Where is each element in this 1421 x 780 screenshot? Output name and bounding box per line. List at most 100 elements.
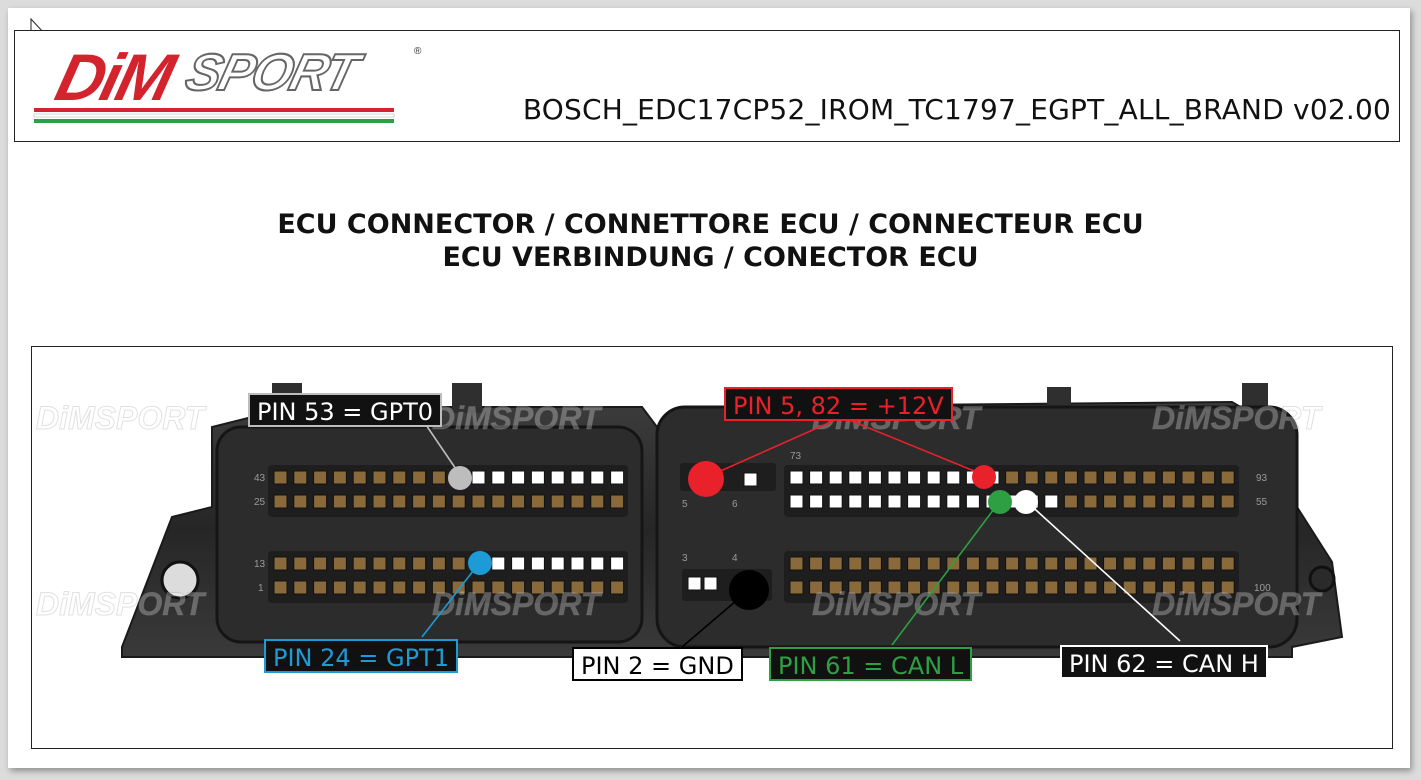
pin-terminal (293, 470, 308, 485)
highlighted-pin (926, 470, 941, 485)
pin-terminal (1044, 580, 1059, 595)
pin-number: 1 (258, 583, 264, 594)
highlighted-pin (570, 556, 585, 571)
highlighted-pin (570, 470, 585, 485)
pin-terminal (828, 580, 843, 595)
pin-terminal (293, 556, 308, 571)
watermark: DiMSPORT (1152, 586, 1323, 622)
pin-number: 4 (732, 553, 738, 564)
leader-line-power (706, 416, 843, 478)
highlighted-pin (809, 494, 824, 509)
leader-line-canl (891, 500, 1001, 646)
pin-number: 3 (682, 553, 688, 564)
headline-line-2: ECU VERBINDUNG / CONECTOR ECU (442, 242, 979, 273)
pin-terminal (1181, 556, 1196, 571)
pin-terminal (590, 494, 605, 509)
highlighted-pin (809, 470, 824, 485)
pin-terminal (848, 556, 863, 571)
watermark: DiMSPORT (36, 400, 207, 436)
pin-marker-canh (1014, 490, 1038, 514)
pin-terminal (1181, 580, 1196, 595)
watermark: DiMSPORT (432, 586, 603, 622)
pin-terminal (530, 494, 545, 509)
pin-terminal (1161, 580, 1176, 595)
highlighted-pin (530, 556, 545, 571)
pin-terminal (1220, 470, 1235, 485)
pin-terminal (392, 580, 407, 595)
pin-terminal (1122, 580, 1137, 595)
pin-terminal (412, 556, 427, 571)
label-gpt0: PIN 53 = GPT0 (248, 393, 443, 427)
pin-terminal (1181, 494, 1196, 509)
highlighted-pin (789, 470, 804, 485)
highlighted-pin (867, 470, 882, 485)
pin-terminal (1103, 494, 1118, 509)
pin-terminal (471, 494, 486, 509)
pin-terminal (1122, 556, 1137, 571)
pin-terminal (985, 556, 1000, 571)
pin-marker-gpt0 (448, 466, 472, 490)
highlighted-pin (471, 470, 486, 485)
leader-line-gpt0 (421, 418, 461, 476)
pin-terminal (926, 556, 941, 571)
left-pins (273, 470, 625, 595)
label-gnd: PIN 2 = GND (572, 647, 743, 681)
document-title: BOSCH_EDC17CP52_IROM_TC1797_EGPT_ALL_BRA… (522, 93, 1391, 126)
highlighted-pin (926, 494, 941, 509)
watermark: DiMSPORT (432, 400, 603, 436)
pin-terminal (1083, 494, 1098, 509)
pin-terminal (828, 556, 843, 571)
pin-terminal (372, 556, 387, 571)
pin-terminal (570, 580, 585, 595)
pin-terminal (985, 580, 1000, 595)
pin-marker-gnd (729, 570, 769, 610)
highlighted-pin (946, 494, 961, 509)
pin-terminal (471, 580, 486, 595)
pin-terminal (1161, 556, 1176, 571)
pin-terminal (610, 494, 625, 509)
highlighted-pin (511, 470, 526, 485)
highlighted-pin (530, 470, 545, 485)
leader-line-power (841, 416, 985, 476)
highlighted-pin (887, 494, 902, 509)
pin-terminal (412, 470, 427, 485)
pin-terminal (1044, 470, 1059, 485)
pin-terminal (1220, 580, 1235, 595)
pin-terminal (352, 580, 367, 595)
leader-line-canh (1025, 500, 1181, 642)
pin-terminal (1005, 470, 1020, 485)
pin-terminal (1083, 470, 1098, 485)
pin-terminal (590, 580, 605, 595)
pin-terminal (431, 556, 446, 571)
pin-terminal (451, 494, 466, 509)
mount-hole-left (160, 560, 200, 600)
pin-terminal (789, 556, 804, 571)
highlighted-pin (789, 494, 804, 509)
pin-terminal (392, 470, 407, 485)
pin-terminal (1005, 556, 1020, 571)
label-can-l: PIN 61 = CAN L (769, 647, 973, 681)
pin-number: 93 (1256, 473, 1268, 484)
svg-text:DiM: DiM (49, 41, 184, 115)
highlighted-pin (550, 470, 565, 485)
pin-terminal (1201, 494, 1216, 509)
pin-terminal (887, 556, 902, 571)
watermark: DiMSPORT (36, 586, 207, 622)
highlighted-pin (590, 470, 605, 485)
document-header (14, 30, 1400, 142)
pin-terminal (352, 494, 367, 509)
highlighted-pin (907, 470, 922, 485)
pin-terminal (431, 580, 446, 595)
pin-terminal (1044, 556, 1059, 571)
pin-terminal (1024, 470, 1039, 485)
pin-terminal (372, 580, 387, 595)
pin-terminal (431, 494, 446, 509)
pin-terminal (946, 580, 961, 595)
pin-terminal (1122, 494, 1137, 509)
pin-terminal (372, 494, 387, 509)
pin-number: 43 (254, 473, 266, 484)
highlighted-pin (828, 470, 843, 485)
pin-terminal (848, 580, 863, 595)
pin-terminal (392, 556, 407, 571)
highlighted-pin (907, 494, 922, 509)
